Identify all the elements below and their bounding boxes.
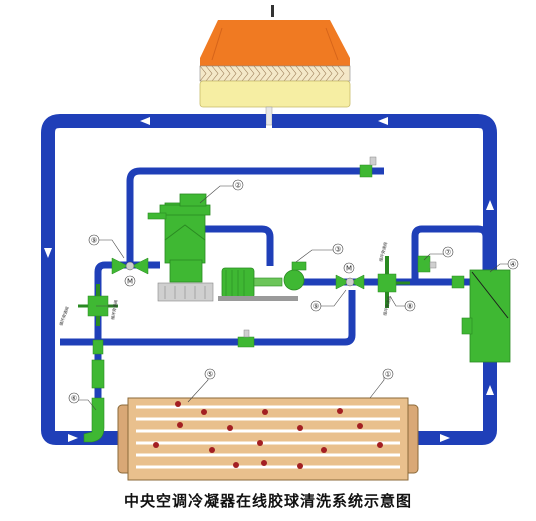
ball-cleaning-unit — [147, 193, 214, 302]
callout-9b: ⑨ — [313, 303, 319, 311]
valve-bottom — [237, 329, 255, 348]
callouts: ① ② ③ ④ ⑤ ⑥ ⑦ ⑧ ⑨ ⑨ — [68, 179, 519, 404]
callout-8: ⑧ — [407, 303, 413, 311]
callout-2: ② — [235, 182, 241, 190]
valve-separator-inlet — [451, 275, 465, 289]
valve-tag-2: 循环旁通阀 — [109, 299, 118, 320]
condenser — [117, 397, 419, 481]
callout-4: ④ — [510, 261, 516, 269]
callout-6: ⑥ — [71, 395, 77, 403]
ball-collector — [83, 359, 105, 443]
valve-right-7 — [417, 255, 437, 273]
callout-5: ⑤ — [207, 371, 213, 379]
callout-3: ③ — [335, 246, 341, 254]
three-way-valve-left — [111, 257, 149, 275]
callout-9a: ⑨ — [91, 237, 97, 245]
diagram-title: 中央空调冷凝器在线胶球清洗系统示意图 — [123, 492, 412, 510]
separator — [461, 269, 511, 363]
motor-mark-left: M — [127, 278, 133, 286]
valve-tag-1: 循环旁通阀 — [57, 305, 69, 326]
three-way-valve-9 — [335, 274, 365, 290]
callout-7: ⑦ — [445, 249, 451, 257]
valve-top — [359, 156, 377, 178]
cleaning-balls — [153, 401, 383, 469]
valves — [78, 156, 465, 355]
motor-marks: M M — [124, 262, 355, 287]
flow-arrows — [44, 117, 494, 442]
motor-pump — [218, 261, 307, 301]
callout-1: ① — [385, 371, 391, 379]
valve-tag-4: 循环旁通阀 — [381, 295, 392, 316]
valve-left-vertical — [92, 339, 104, 355]
cooling-tower — [199, 5, 351, 126]
motor-mark-right: M — [346, 265, 352, 273]
cross-valve-right — [377, 256, 410, 308]
valve-tag-3: 循环旁通阀 — [377, 241, 388, 262]
callout-leaders — [76, 185, 510, 411]
